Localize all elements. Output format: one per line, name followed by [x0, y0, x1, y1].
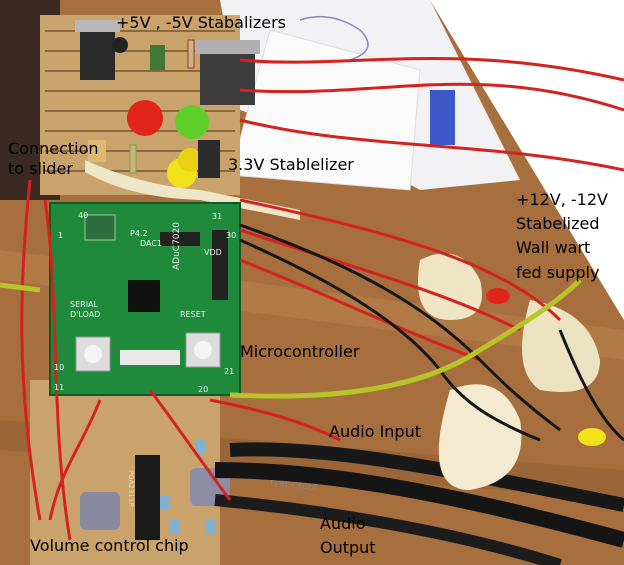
led-yellow-small: [578, 428, 606, 446]
label-audio-output-line2: Output: [320, 538, 376, 557]
label-volume-chip: Volume control chip: [30, 536, 189, 555]
regulator-3v3: [198, 140, 220, 178]
audio-jack: [80, 492, 120, 530]
pencil-scribble: [299, 15, 369, 61]
board-pin-1: 1: [58, 231, 64, 240]
board-silk-reset: RESET: [180, 310, 206, 319]
label-audio-output-line1: Audio: [320, 514, 366, 533]
label-supply-line3: Wall wart: [516, 238, 591, 257]
label-connection-line1: Connection: [8, 139, 99, 158]
board-pin-31: 31: [212, 212, 223, 221]
label-3v3-stabilizer: 3.3V Stablelizer: [228, 155, 354, 174]
volume-ic: [135, 455, 160, 540]
board-pin-10: 10: [54, 363, 65, 372]
audio-cable: [229, 442, 624, 512]
mcu-chip: [128, 280, 160, 312]
cable-text: FLAT CABLE: [269, 478, 318, 493]
board-silk-p42: P4.2: [130, 229, 148, 238]
serial-button-cap: [84, 345, 102, 363]
background-white: [430, 0, 624, 320]
label-supply-line2: Stabelized: [516, 214, 600, 233]
black-wires: [239, 223, 624, 442]
label-supply-line4: fed supply: [516, 263, 600, 282]
capacitors-blue: [160, 440, 215, 534]
led-yellow: [178, 148, 202, 172]
label-audio-input: Audio Input: [329, 422, 421, 441]
small-chip: [84, 214, 116, 241]
regulator-heatsink: [195, 40, 260, 54]
ic-marking: PGA2311P: [127, 470, 135, 507]
tape: [85, 160, 300, 220]
pin-header-top: [160, 232, 200, 246]
red-wires: [20, 57, 624, 541]
regulator-minus5v: [200, 45, 255, 105]
blue-component: [430, 90, 455, 145]
audio-cable: [214, 494, 562, 565]
led-red-small: [486, 288, 510, 304]
board-silk-dac1: DAC1: [140, 239, 163, 248]
reset-button-cap: [194, 341, 212, 359]
label-5v-stabilizers: +5V , -5V Stabalizers: [116, 13, 287, 32]
led-red: [127, 100, 163, 136]
slider-connector: [88, 140, 106, 162]
board-pin-11: 11: [54, 383, 65, 392]
board-pin-30: 30: [226, 231, 237, 240]
capacitor: [150, 45, 165, 70]
resistor: [129, 144, 137, 174]
resistor: [187, 39, 195, 69]
tissue: [522, 300, 600, 392]
yellow-green-wire: [0, 282, 41, 293]
tissue: [418, 253, 482, 320]
header-connector: [120, 350, 180, 365]
board-silk-chip: ADuC7020: [172, 222, 182, 270]
board-pin-40: 40: [78, 211, 89, 220]
board-pin-20: 20: [198, 385, 209, 394]
white-card: [229, 29, 421, 191]
yellow-green-wire: [229, 278, 582, 399]
regulator-tab: [75, 20, 120, 32]
label-microcontroller: Microcontroller: [240, 342, 360, 361]
led-green: [175, 105, 209, 139]
label-supply-line1: +12V, -12V: [516, 190, 608, 209]
board-pin-21: 21: [224, 367, 235, 376]
tissue: [438, 384, 522, 490]
board-silk-vdd: VDD: [204, 248, 222, 257]
regulator-5v: [80, 25, 115, 80]
label-connection-line2: to slider: [8, 159, 73, 178]
pin-header-right: [212, 230, 228, 300]
capacitor: [112, 37, 128, 53]
audio-cable: [214, 462, 624, 548]
board-silk-serial: SERIAL D'LOAD: [70, 300, 101, 319]
